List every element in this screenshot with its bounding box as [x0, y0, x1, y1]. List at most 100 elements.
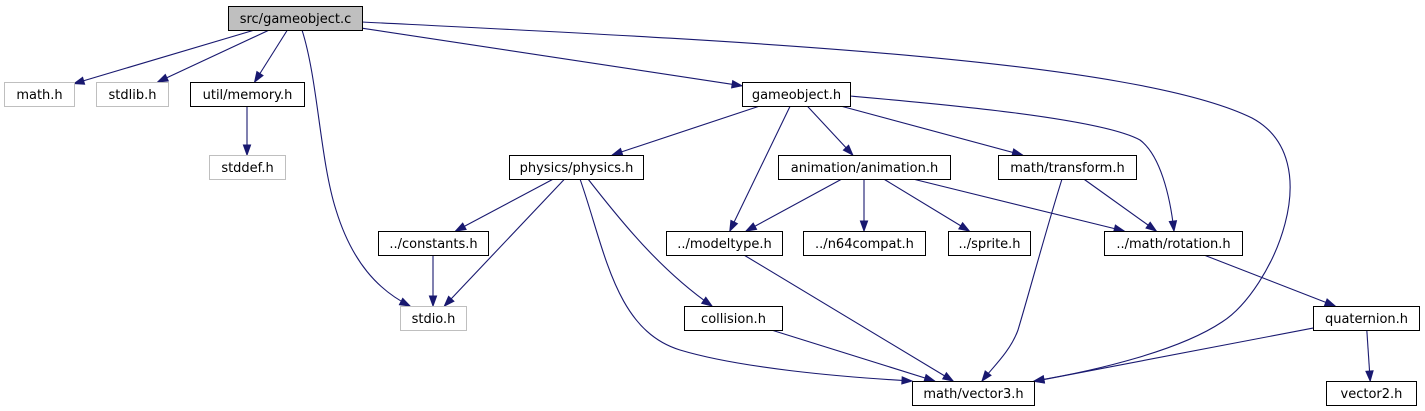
node-modeltype-h[interactable]: ../modeltype.h	[666, 231, 783, 256]
node-constants-h[interactable]: ../constants.h	[378, 231, 489, 256]
node-label: collision.h	[701, 312, 766, 327]
node-box	[998, 155, 1137, 180]
edge-animation-h-to-rotation-h	[912, 178, 1126, 233]
edge-gameobject-c-to-gameobject-h	[361, 27, 744, 89]
edge-line	[912, 178, 1125, 232]
edge-line	[743, 254, 954, 382]
node-label: vector2.h	[1341, 387, 1403, 402]
node-math-h: math.h	[4, 82, 75, 107]
edge-arrowhead	[700, 296, 714, 307]
edge-transform-h-to-vector3-h	[981, 178, 1063, 383]
node-sprite-h[interactable]: ../sprite.h	[948, 231, 1031, 256]
node-box	[742, 82, 851, 107]
edge-arrowhead	[1032, 375, 1046, 384]
node-vector3-h[interactable]: math/vector3.h	[912, 381, 1035, 406]
node-box	[948, 231, 1031, 256]
node-n64compat-h[interactable]: ../n64compat.h	[803, 231, 926, 256]
node-animation-h[interactable]: animation/animation.h	[778, 155, 951, 180]
node-quaternion-h[interactable]: quaternion.h	[1313, 306, 1420, 331]
edge-line	[1033, 327, 1314, 382]
node-label: src/gameobject.c	[240, 12, 352, 27]
edge-line	[579, 178, 913, 382]
edge-gameobject-c-to-vector3-h	[361, 21, 1291, 384]
edge-gameobject-h-to-physics-h	[610, 105, 760, 156]
node-label: gameobject.h	[752, 88, 841, 103]
edge-arrowhead	[729, 219, 739, 233]
node-box	[400, 306, 467, 331]
edge-animation-h-to-sprite-h	[883, 178, 971, 232]
edge-gameobject-h-to-modeltype-h	[729, 105, 791, 233]
node-label: util/memory.h	[203, 88, 293, 103]
edge-arrowhead	[610, 147, 624, 156]
node-gameobject-h[interactable]: gameobject.h	[742, 82, 851, 107]
edge-gameobject-c-to-util-memory-h	[253, 29, 288, 84]
edge-arrowhead	[1365, 370, 1374, 383]
edge-arrowhead	[156, 73, 170, 83]
edge-line	[73, 29, 255, 85]
node-box	[209, 155, 286, 180]
edge-line	[455, 178, 554, 232]
node-label: ../math/rotation.h	[1116, 237, 1230, 252]
edge-gameobject-c-to-stdio-h	[301, 29, 412, 307]
node-label: ../modeltype.h	[677, 237, 772, 252]
edge-arrowhead	[1011, 148, 1024, 157]
edge-arrowhead	[72, 76, 86, 85]
node-box	[509, 155, 644, 180]
edge-physics-h-to-constants-h	[454, 178, 554, 232]
node-label: stdlib.h	[109, 88, 157, 103]
node-collision-h[interactable]: collision.h	[684, 306, 783, 331]
edge-line	[806, 105, 854, 156]
edge-arrowhead	[941, 371, 955, 382]
node-label: animation/animation.h	[791, 161, 938, 176]
node-label: math.h	[16, 88, 62, 103]
edge-arrowhead	[443, 295, 455, 308]
node-box	[228, 6, 363, 31]
edge-arrowhead	[730, 79, 744, 89]
edge-line	[840, 105, 1023, 156]
edge-arrowhead	[842, 144, 854, 157]
edge-arrowhead	[398, 297, 412, 307]
node-box	[803, 231, 926, 256]
edge-line	[981, 178, 1063, 382]
node-util-memory-h[interactable]: util/memory.h	[190, 82, 305, 107]
node-vector2-h[interactable]: vector2.h	[1326, 381, 1417, 406]
edge-arrowhead	[901, 376, 914, 385]
node-physics-h[interactable]: physics/physics.h	[509, 155, 644, 180]
edge-quaternion-h-to-vector3-h	[1032, 327, 1314, 384]
edge-arrowhead	[859, 220, 869, 233]
edge-arrowhead	[428, 295, 438, 308]
edge-line	[157, 29, 270, 83]
edge-line	[849, 95, 1175, 232]
node-label: ../n64compat.h	[815, 237, 914, 252]
edge-arrowhead	[253, 70, 264, 84]
edge-line	[1083, 178, 1157, 232]
node-label: physics/physics.h	[520, 161, 634, 176]
node-stdio-h: stdio.h	[400, 306, 467, 331]
edge-line	[745, 178, 843, 232]
edge-line	[361, 27, 743, 87]
file-nodes: src/gameobject.c math.h stdlib.h util/memor…	[4, 6, 1420, 406]
edge-line	[361, 21, 1291, 382]
node-label: stddef.h	[221, 161, 273, 176]
edge-gameobject-h-to-transform-h	[840, 105, 1024, 157]
edge-gameobject-c-to-math-h	[72, 29, 255, 85]
edge-arrowhead	[981, 370, 992, 383]
edge-gameobject-h-to-rotation-h	[849, 95, 1178, 233]
edge-transform-h-to-rotation-h	[1083, 178, 1158, 232]
node-box	[190, 82, 305, 107]
edge-line	[301, 29, 411, 307]
edge-animation-h-to-n64compat-h	[859, 179, 869, 233]
edge-modeltype-h-to-vector3-h	[743, 254, 955, 382]
edge-animation-h-to-modeltype-h	[744, 178, 843, 232]
node-transform-h[interactable]: math/transform.h	[998, 155, 1137, 180]
node-label: quaternion.h	[1325, 312, 1408, 327]
edge-line	[729, 105, 791, 232]
node-label: ../sprite.h	[958, 237, 1020, 252]
edge-physics-h-to-collision-h	[587, 178, 714, 307]
node-label: math/transform.h	[1010, 161, 1124, 176]
node-label: math/vector3.h	[923, 387, 1023, 402]
edge-arrowhead	[1323, 298, 1337, 307]
node-box	[1313, 306, 1420, 331]
node-rotation-h[interactable]: ../math/rotation.h	[1104, 231, 1243, 256]
